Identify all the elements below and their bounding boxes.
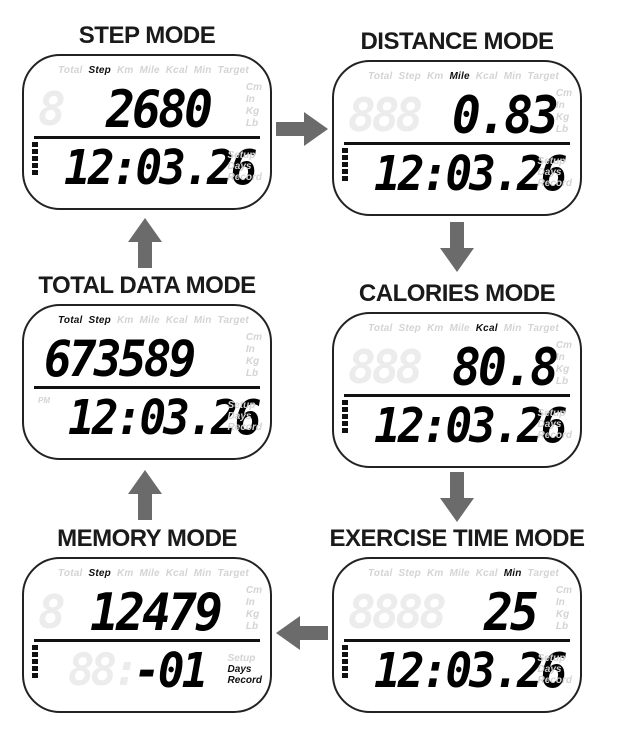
side-units-bottom: Setup Days Record (227, 653, 262, 686)
calories-value: 80.8 (452, 338, 559, 398)
activity-bar (32, 142, 38, 177)
ghost-time-digits: 88: (68, 645, 140, 696)
time-value: 12:03.26 (374, 398, 567, 454)
total-value: 673589 (44, 330, 196, 388)
arrow-right-icon (276, 112, 328, 146)
days-label: Days (227, 664, 252, 675)
total-data-mode-title: TOTAL DATA MODE (38, 272, 256, 299)
separator (344, 394, 570, 397)
arrow-down-icon (440, 472, 474, 522)
step-mode-title: STEP MODE (78, 22, 216, 49)
ghost-digits: 8888 (348, 585, 447, 639)
time-value: 12:03.26 (64, 140, 257, 196)
calories-mode-title: CALORIES MODE (358, 280, 556, 307)
activity-bar (342, 645, 348, 680)
ghost-digits: 888 (348, 88, 423, 142)
separator (34, 136, 260, 139)
activity-bar (342, 148, 348, 183)
ghost-digits: 888 (348, 340, 423, 394)
separator (344, 639, 570, 642)
separator (34, 386, 260, 389)
record-label: Record (227, 675, 262, 686)
ghost-digits: 8 (38, 585, 66, 639)
memory-day-offset: -01 (134, 643, 208, 699)
arrow-down-icon (440, 222, 474, 272)
separator (34, 639, 260, 642)
arrow-up-icon (128, 470, 162, 520)
pm-indicator: PM (38, 396, 50, 405)
time-value: 12:03.26 (68, 390, 261, 446)
arrow-left-icon (276, 616, 328, 650)
ghost-digits: 8 (38, 82, 66, 136)
memory-mode-title: MEMORY MODE (57, 525, 237, 552)
distance-value: 0.83 (452, 86, 559, 146)
arrow-up-icon (128, 218, 162, 268)
activity-bar (342, 400, 348, 435)
distance-mode-title: DISTANCE MODE (360, 28, 554, 55)
memory-value: 12479 (90, 583, 223, 643)
time-value: 12:03.26 (374, 146, 567, 202)
exercise-time-mode-title: EXERCISE TIME MODE (329, 525, 585, 552)
activity-bar (32, 645, 38, 680)
exercise-minutes-value: 25 (484, 583, 539, 643)
separator (344, 142, 570, 145)
step-value: 2680 (106, 80, 213, 140)
time-value: 12:03.26 (374, 643, 567, 699)
